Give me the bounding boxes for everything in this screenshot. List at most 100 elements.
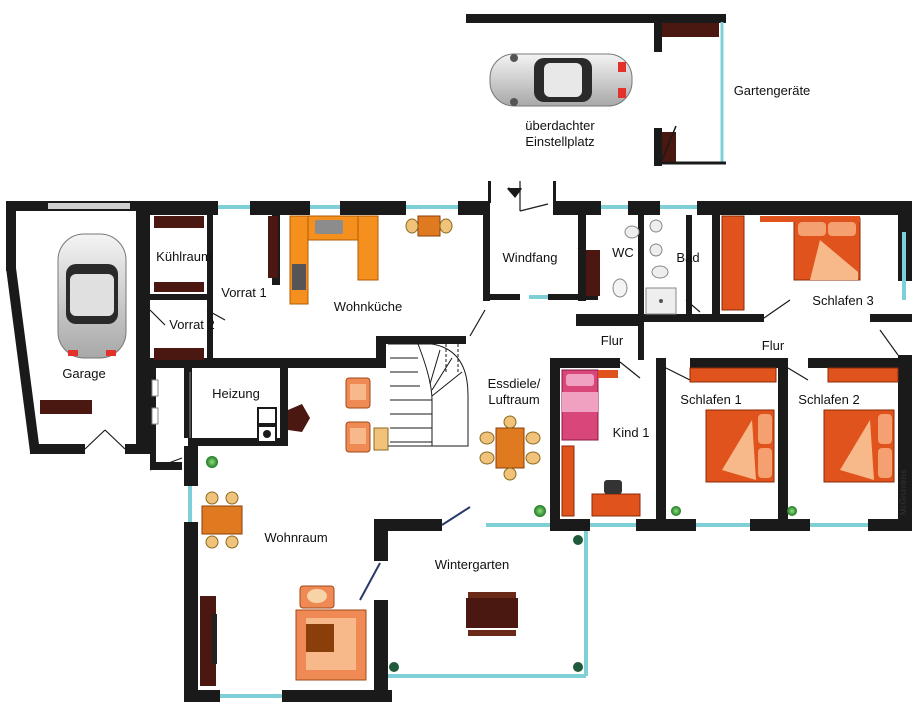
windows bbox=[48, 203, 906, 698]
wall-bed3-left bbox=[712, 215, 720, 322]
beds bbox=[561, 215, 899, 517]
plant-icon bbox=[206, 456, 218, 468]
door-entrance bbox=[519, 181, 549, 212]
wall-bath-bottom bbox=[638, 314, 686, 322]
carport-wall-inner bbox=[654, 14, 662, 52]
wall-cold-pantry bbox=[207, 215, 213, 365]
entrance-arrow-icon bbox=[507, 187, 522, 198]
plant-icon bbox=[389, 662, 399, 672]
label-bath: Bad bbox=[676, 250, 699, 265]
walls bbox=[6, 181, 912, 702]
carport: überdachter Einstellplatz Gartengeräte bbox=[466, 14, 810, 166]
wall-child-left bbox=[550, 362, 560, 531]
wall-heating-left bbox=[184, 368, 192, 438]
stove-icon bbox=[292, 264, 306, 290]
garage-wall-right bbox=[136, 201, 150, 454]
label-dining-1: Essdiele/ bbox=[488, 376, 541, 391]
kitchen-counters bbox=[268, 215, 379, 305]
vestibule-wall-bottom-r bbox=[548, 294, 598, 300]
kitchen-counter-left bbox=[289, 215, 309, 305]
wall-bath-right bbox=[686, 215, 692, 321]
kitchen-table-icon bbox=[405, 215, 453, 237]
label-carport-1: überdachter bbox=[525, 118, 595, 133]
house-wall-right-low bbox=[898, 355, 912, 531]
furniture bbox=[40, 215, 541, 686]
garage-wall-left-slant bbox=[6, 268, 40, 452]
vestibule-wall-bottom bbox=[490, 294, 520, 300]
wardrobe-kind1 bbox=[561, 445, 575, 517]
garden-shed-shelf-low bbox=[662, 132, 676, 162]
door-bed1 bbox=[665, 367, 691, 381]
door-kitchen bbox=[469, 309, 486, 337]
bed-kind1-icon bbox=[561, 369, 599, 441]
house-wall-top-3 bbox=[340, 201, 406, 215]
label-child: Kind 1 bbox=[613, 425, 650, 440]
dining-table-icon bbox=[479, 415, 541, 481]
label-garage: Garage bbox=[62, 366, 105, 381]
desk-kind1-icon bbox=[591, 493, 641, 517]
wintergarden-wall-left-low bbox=[374, 600, 388, 702]
wall-flur-left bbox=[638, 320, 644, 360]
car-icon bbox=[489, 53, 633, 107]
label-wintergarden: Wintergarten bbox=[435, 557, 509, 572]
plant-icon bbox=[573, 662, 583, 672]
wall-stair-left bbox=[376, 336, 386, 368]
bath-sink-icon bbox=[649, 219, 663, 233]
door-wintergarden-2 bbox=[359, 562, 381, 601]
shelf-storage bbox=[151, 379, 159, 397]
wall-wc-left bbox=[578, 215, 586, 301]
sanitary bbox=[586, 219, 677, 315]
garden-shed-shelf bbox=[662, 23, 719, 37]
wall-bed3-bottom-r bbox=[870, 314, 912, 322]
carport-wall-inner-low bbox=[654, 128, 662, 166]
label-heating: Heizung bbox=[212, 386, 260, 401]
house-wall-top-7 bbox=[697, 201, 912, 215]
label-dining-2: Luftraum bbox=[488, 392, 539, 407]
garden-shed-door-icon bbox=[661, 125, 677, 161]
garage-wall-bottom bbox=[30, 444, 85, 454]
door-wintergarden bbox=[441, 506, 471, 526]
label-pantry2: Vorrat 2 bbox=[169, 317, 215, 332]
bath-toilet-icon bbox=[651, 265, 669, 279]
heater-icon bbox=[257, 404, 310, 443]
house-wall-top-5 bbox=[553, 201, 601, 215]
wardrobe-schlafen3 bbox=[721, 215, 745, 311]
label-bed3: Schlafen 3 bbox=[812, 293, 873, 308]
wall-bed1-top bbox=[690, 358, 780, 368]
label-cold: Kühlraum bbox=[156, 249, 212, 264]
door-bed2 bbox=[787, 367, 809, 381]
shelf-kind1-top bbox=[598, 370, 618, 378]
house-wall-bottom-right bbox=[552, 519, 590, 531]
shelf-cold-2 bbox=[154, 282, 204, 292]
shelf-cold bbox=[154, 216, 204, 228]
wall-child-top bbox=[550, 358, 620, 368]
shelf-storage-2 bbox=[151, 407, 159, 425]
house-wall-top-4 bbox=[458, 201, 490, 215]
plant-icon bbox=[787, 506, 797, 516]
label-living: Wohnraum bbox=[264, 530, 327, 545]
wall-wc-right bbox=[638, 215, 644, 321]
door-living bbox=[149, 457, 183, 471]
living-wall-left-2 bbox=[184, 522, 198, 702]
wall-flur-top bbox=[576, 314, 638, 326]
wall-bed2-top bbox=[808, 358, 912, 368]
sink-icon bbox=[315, 220, 343, 234]
carport-wall-top bbox=[466, 14, 726, 23]
bed-schlafen2-icon bbox=[823, 409, 895, 483]
room-labels: Garage Kühlraum Vorrat 1 Vorrat 2 Wohnkü… bbox=[62, 245, 873, 572]
toilet-icon bbox=[612, 278, 628, 298]
door-garage bbox=[84, 429, 126, 450]
bath-sink-2-icon bbox=[649, 243, 663, 257]
chair-kind1-icon bbox=[604, 480, 622, 494]
armchair-icon bbox=[345, 377, 389, 453]
plant-icon bbox=[573, 535, 583, 545]
garage-wall-left bbox=[6, 201, 16, 271]
wall-bath-mid bbox=[686, 314, 716, 322]
bed-schlafen1-icon bbox=[705, 409, 775, 483]
wall-heating-right bbox=[280, 368, 288, 444]
plant-icon bbox=[534, 505, 546, 517]
label-bed1: Schlafen 1 bbox=[680, 392, 741, 407]
house-wall-bottom-r4 bbox=[868, 519, 912, 531]
vestibule-wall-left bbox=[483, 201, 490, 301]
plant-icon bbox=[671, 506, 681, 516]
